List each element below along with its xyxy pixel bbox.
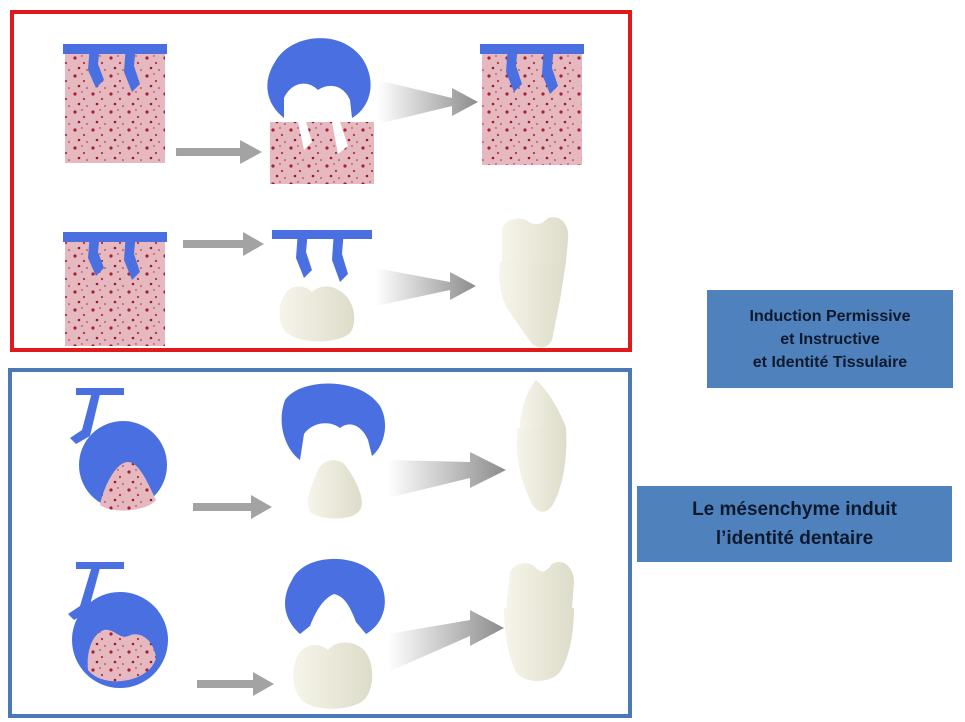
label-induction-line-2: et Instructive bbox=[707, 328, 953, 351]
row1-result-tissue bbox=[480, 44, 584, 165]
row2-start-tissue bbox=[63, 232, 167, 346]
row3-dental-mesenchyme bbox=[308, 460, 362, 518]
row4-result-molar bbox=[504, 562, 574, 681]
row3-result-incisor bbox=[517, 380, 567, 512]
row2-epithelium bbox=[272, 230, 372, 282]
row2-dental-mesenchyme bbox=[280, 286, 355, 341]
row4-epithelium-cap bbox=[285, 559, 385, 634]
row3-epithelium-cap bbox=[282, 383, 385, 460]
row4-arrow-1 bbox=[197, 672, 274, 696]
row4-arrow-2 bbox=[388, 610, 504, 672]
row2-arrow-2 bbox=[376, 268, 476, 306]
row1-epithelium-cap bbox=[267, 38, 370, 118]
label-mesenchyme-identity: Le mésenchyme induit l’identité dentaire bbox=[637, 486, 952, 562]
row1-start-tissue bbox=[63, 44, 167, 163]
row2-arrow-1 bbox=[183, 232, 264, 256]
row3-arrow-1 bbox=[193, 495, 272, 519]
label-mesenchyme-line-1: Le mésenchyme induit bbox=[637, 495, 952, 524]
row1-arrow-2 bbox=[378, 80, 478, 124]
label-induction-line-1: Induction Permissive bbox=[707, 305, 953, 328]
label-mesenchyme-line-2: l’identité dentaire bbox=[637, 524, 952, 553]
row2-result-tooth bbox=[499, 217, 568, 347]
row1-arrow-1 bbox=[176, 140, 262, 164]
label-induction-line-3: et Identité Tissulaire bbox=[707, 351, 953, 374]
row1-mesenchyme-block bbox=[270, 122, 374, 184]
row3-start-germ bbox=[70, 388, 167, 511]
row4-start-germ bbox=[68, 562, 168, 688]
label-induction-permissive: Induction Permissive et Instructive et I… bbox=[707, 290, 953, 388]
row4-dental-mesenchyme bbox=[293, 643, 372, 709]
row3-arrow-2 bbox=[388, 452, 506, 498]
